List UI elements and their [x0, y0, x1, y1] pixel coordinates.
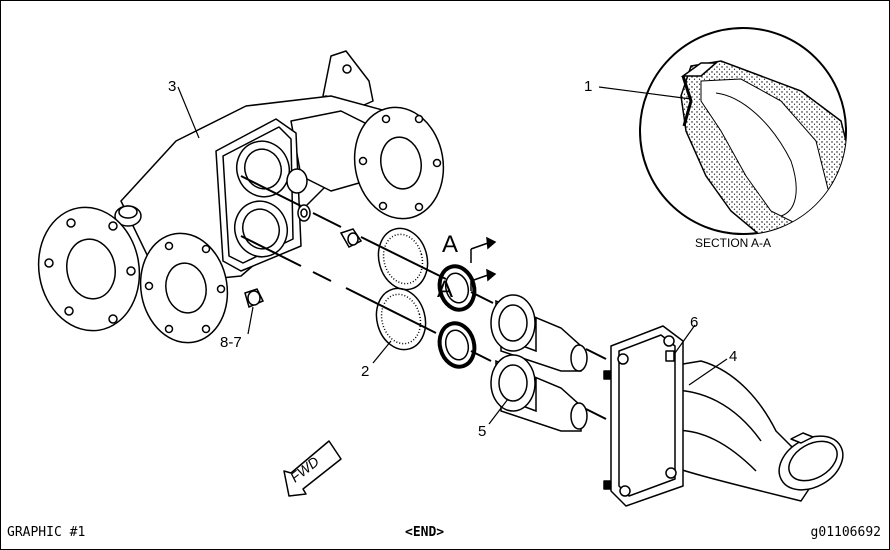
callout-1: 1 — [584, 78, 592, 95]
callout-3: 3 — [168, 78, 176, 95]
bottom-inlet-flange — [139, 232, 229, 344]
tube-lower — [490, 354, 588, 432]
tube-upper — [490, 294, 588, 372]
seals — [437, 264, 477, 369]
callout-6: 6 — [690, 314, 698, 331]
section-letter-top: A — [442, 231, 458, 258]
leader-lines — [177, 86, 728, 425]
elbow-assembly — [603, 325, 844, 507]
section-caption: SECTION A-A — [695, 236, 771, 250]
section-cut-symbol — [470, 236, 497, 291]
plug-8-7 — [244, 288, 265, 309]
right-outlet-flange — [353, 106, 445, 220]
callout-5: 5 — [478, 423, 486, 440]
fwd-arrow: FWD — [283, 440, 342, 497]
section-letter-bottom: A — [437, 276, 453, 303]
graphic-label: GRAPHIC #1 — [7, 525, 86, 540]
section-detail-circle — [639, 27, 847, 235]
left-inlet-flange — [37, 206, 141, 332]
gaskets — [375, 227, 429, 351]
figure-id: g01106692 — [810, 525, 881, 540]
plug-middle — [339, 228, 363, 248]
callout-4: 4 — [729, 348, 737, 365]
plug-upper — [297, 204, 311, 222]
callout-8-7: 8-7 — [220, 334, 242, 351]
end-label: <END> — [405, 525, 445, 540]
callout-2: 2 — [361, 363, 369, 380]
